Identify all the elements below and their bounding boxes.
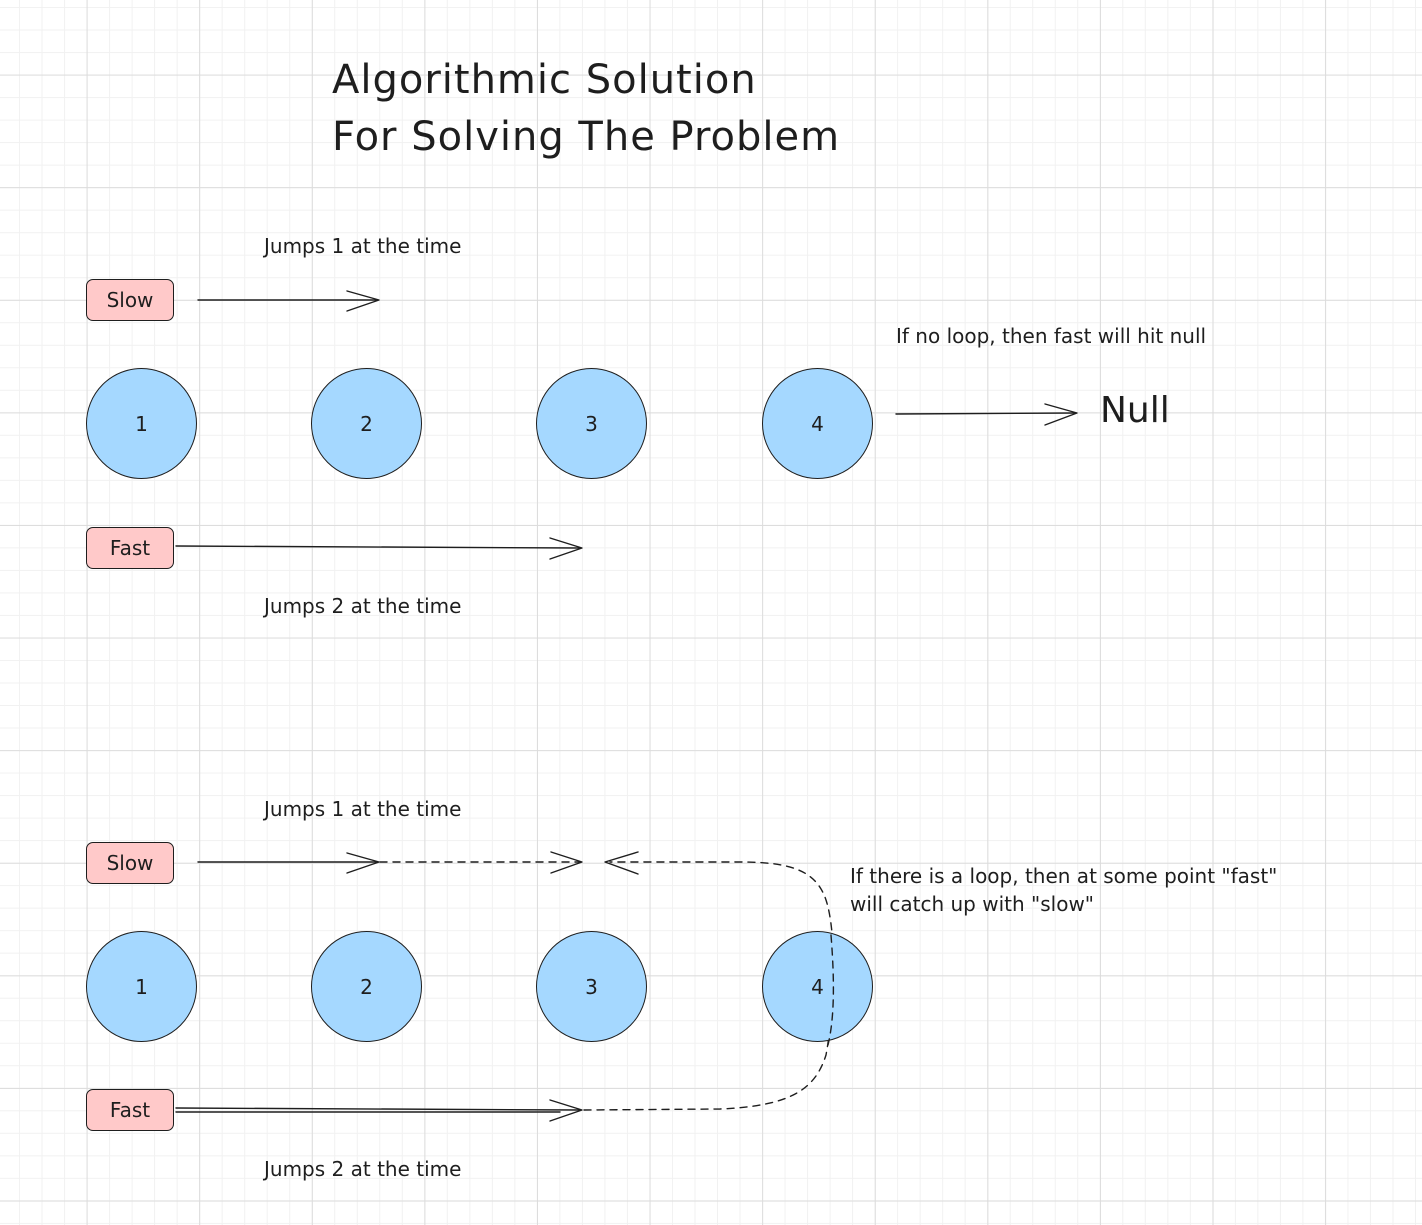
top-slow-arrowhead [346,290,380,312]
bottom-node-4[interactable]: 4 [762,931,873,1042]
diagram-title: Algorithmic Solution For Solving The Pro… [332,52,840,166]
top-fast-arrowhead [549,537,583,560]
top-node-2[interactable]: 2 [311,368,422,479]
title-line-1: Algorithmic Solution [332,57,757,103]
top-no-loop-note: If no loop, then fast will hit null [896,324,1207,348]
top-fast-arrow [175,545,582,549]
top-node-3[interactable]: 3 [536,368,647,479]
title-line-2: For Solving The Problem [332,114,841,160]
top-fast-pointer[interactable]: Fast [86,527,174,569]
top-fast-note: Jumps 2 at the time [264,594,462,618]
top-null-arrowhead [1044,403,1078,426]
bottom-node-3[interactable]: 3 [536,931,647,1042]
top-slow-note: Jumps 1 at the time [264,234,462,258]
top-null-arrow [895,412,1077,415]
top-slow-pointer[interactable]: Slow [86,279,174,321]
bottom-fast-arrow [175,1107,582,1111]
bottom-loop-note-line-2: will catch up with "slow" [850,892,1094,916]
top-node-1[interactable]: 1 [86,368,197,479]
bottom-fast-arrowhead [549,1099,583,1122]
bottom-slow-dashed-arrowhead [550,851,583,874]
null-label: Null [1100,390,1170,431]
bottom-slow-note: Jumps 1 at the time [264,797,462,821]
top-node-4[interactable]: 4 [762,368,873,479]
bottom-fast-note: Jumps 2 at the time [264,1157,462,1181]
bottom-fast-pointer[interactable]: Fast [86,1089,174,1131]
bottom-node-1[interactable]: 1 [86,931,197,1042]
bottom-node-2[interactable]: 2 [311,931,422,1042]
bottom-slow-arrowhead [346,852,380,874]
bottom-slow-pointer[interactable]: Slow [86,842,174,884]
loop-through-node-4 [827,934,835,1046]
bottom-loop-arrowhead [604,851,639,875]
bottom-loop-note-line-1: If there is a loop, then at some point "… [850,864,1278,888]
